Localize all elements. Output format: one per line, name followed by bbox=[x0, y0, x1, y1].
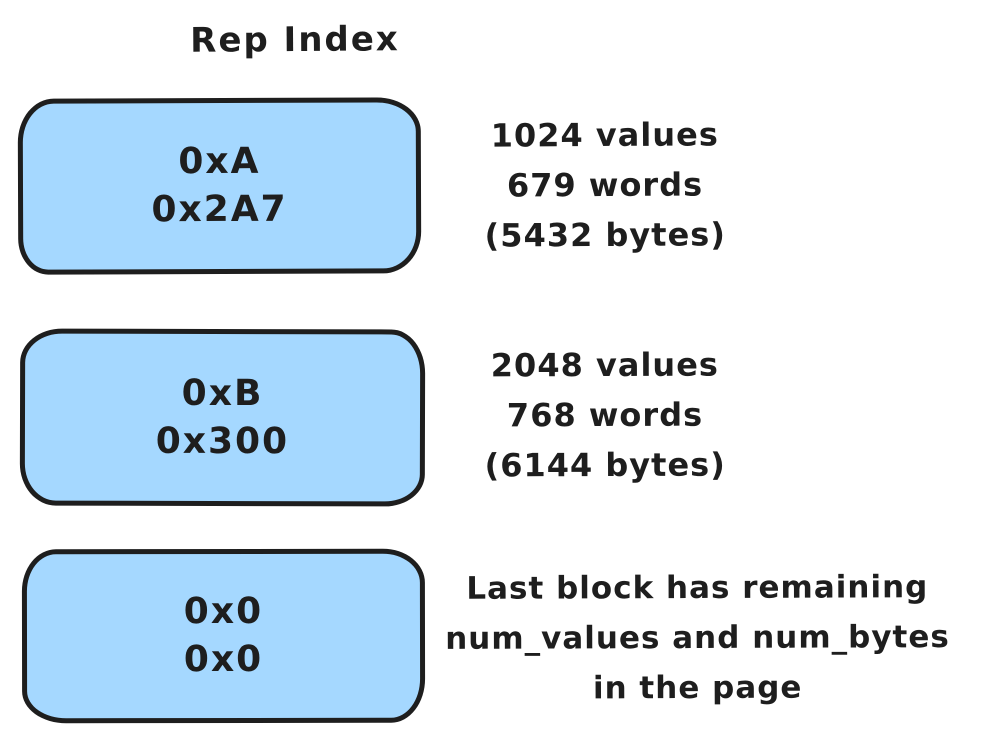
block-3-rep-value: 0x0 bbox=[183, 590, 264, 633]
block-2-index-value: 0x300 bbox=[155, 420, 290, 462]
block-1-annotation: 1024 values 679 words (5432 bytes) bbox=[440, 109, 771, 261]
block-3-annotation: Last block has remaining num_values and … bbox=[425, 562, 971, 714]
rep-index-block-1: 0xA 0x2A7 bbox=[17, 97, 422, 275]
block-2-annotation-values: 2048 values bbox=[490, 345, 719, 385]
block-2-rep-value: 0xB bbox=[181, 372, 264, 414]
block-3-annotation-line-3: in the page bbox=[592, 669, 803, 707]
block-3-annotation-line-2: num_values and num_bytes bbox=[445, 619, 950, 657]
block-2-annotation: 2048 values 768 words (6144 bytes) bbox=[440, 339, 771, 490]
diagram-title: Rep Index bbox=[190, 19, 400, 61]
block-1-annotation-bytes: (5432 bytes) bbox=[484, 215, 726, 255]
rep-index-block-3: 0x0 0x0 bbox=[21, 548, 426, 724]
block-3-index-value: 0x0 bbox=[183, 638, 264, 681]
block-1-rep-value: 0xA bbox=[178, 140, 261, 183]
block-1-index-value: 0x2A7 bbox=[151, 188, 288, 231]
block-1-annotation-words: 679 words bbox=[506, 165, 704, 205]
block-2-annotation-words: 768 words bbox=[506, 395, 704, 435]
block-3-annotation-line-1: Last block has remaining bbox=[466, 569, 929, 607]
block-1-annotation-values: 1024 values bbox=[490, 115, 719, 155]
block-2-annotation-bytes: (6144 bytes) bbox=[484, 445, 726, 485]
rep-index-block-2: 0xB 0x300 bbox=[19, 328, 426, 507]
